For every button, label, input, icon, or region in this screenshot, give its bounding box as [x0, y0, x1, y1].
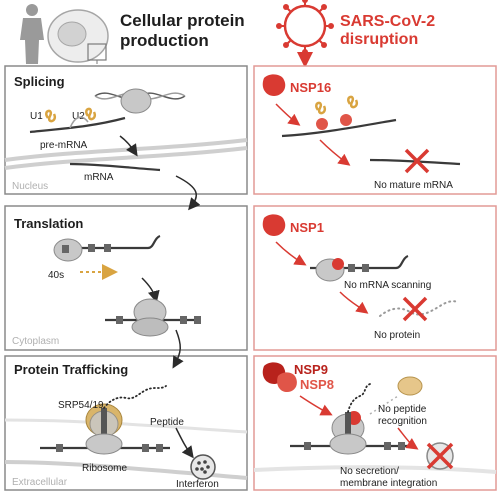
- interferon-vesicle: [190, 454, 216, 480]
- unmade-peptide: [379, 300, 459, 317]
- left-header-line1: Cellular protein: [120, 11, 245, 30]
- 40s-label: 40s: [48, 270, 64, 281]
- peptide-label: Peptide: [150, 417, 184, 428]
- splicing-title: Splicing: [14, 74, 65, 89]
- mrna-label: mRNA: [84, 172, 114, 183]
- srp-label: SRP54/19: [58, 400, 104, 411]
- cytoplasm-label: Cytoplasm: [12, 336, 59, 347]
- virus-icon: [276, 0, 334, 68]
- immature-mrna: [369, 158, 461, 166]
- nsp1-label: NSP1: [290, 220, 324, 235]
- translation-title: Translation: [14, 216, 83, 231]
- ribosome-label: Ribosome: [82, 463, 127, 474]
- nucleus-to-cytoplasm-arrow: [175, 175, 201, 211]
- nsp9-outcome-1b: recognition: [378, 416, 427, 427]
- nsp9-outcome-1a: No peptide: [378, 404, 427, 415]
- nsp9-label: NSP9: [294, 362, 328, 377]
- nsp16-panel: [253, 65, 497, 195]
- mrna-strand: [69, 162, 161, 172]
- nsp8-label: NSP8: [300, 377, 334, 392]
- failed-recognition-arrow: [369, 395, 399, 415]
- nsp8-protein-icon: [277, 372, 297, 392]
- nsp1-outcome-2: No protein: [374, 330, 420, 341]
- human-figure-icon: [20, 4, 44, 64]
- nsp16-bound-2: [340, 114, 352, 126]
- u2-snrna: [85, 107, 97, 121]
- nsp16-bound-1: [316, 118, 328, 130]
- rna-polymerase: [120, 88, 152, 114]
- u1-snrna: [45, 109, 57, 123]
- u1-label: U1: [30, 111, 43, 122]
- x-cross-icon: [402, 296, 428, 322]
- interferon-label: Interferon: [176, 479, 219, 490]
- splice-arrow: [119, 135, 138, 157]
- pre-mrna-label: pre-mRNA: [40, 140, 88, 151]
- left-header-line2: production: [120, 31, 209, 50]
- translation-panel: [4, 205, 248, 351]
- cell-zoom-icon: [47, 9, 109, 64]
- nuclear-membrane: [4, 138, 248, 162]
- right-header-line1: SARS-CoV-2: [340, 13, 435, 30]
- nsp1-bound: [332, 258, 344, 270]
- nsp16-outcome: No mature mRNA: [374, 180, 453, 191]
- x-cross-icon: [404, 148, 430, 174]
- er-ribosome: [85, 433, 123, 455]
- srp-unbound: [397, 376, 423, 396]
- u2-label: U2: [72, 111, 85, 122]
- trafficking-title: Protein Trafficking: [14, 362, 128, 377]
- nucleus-label: Nucleus: [12, 181, 48, 192]
- nsp16-protein-icon: [262, 74, 286, 96]
- x-cross-icon: [426, 442, 454, 470]
- pre-mrna-strand: [29, 116, 126, 134]
- nsp16-label: NSP16: [290, 80, 331, 95]
- nsp9-outcome-2a: No secretion/: [340, 466, 399, 477]
- extracellular-label: Extracellular: [12, 477, 68, 488]
- cytoplasm-to-er-arrow: [172, 329, 184, 369]
- nascent-peptide: [103, 385, 167, 409]
- nsp9-outcome-2b: membrane integration: [340, 478, 437, 489]
- nsp1-protein-icon: [262, 214, 286, 236]
- mrna-template: [60, 234, 161, 250]
- right-header-line2: disruption: [340, 31, 418, 48]
- pre-mrna-unspliced: [281, 118, 397, 138]
- nsp1-outcome-1: No mRNA scanning: [344, 280, 431, 291]
- nsp1-panel: [253, 205, 497, 351]
